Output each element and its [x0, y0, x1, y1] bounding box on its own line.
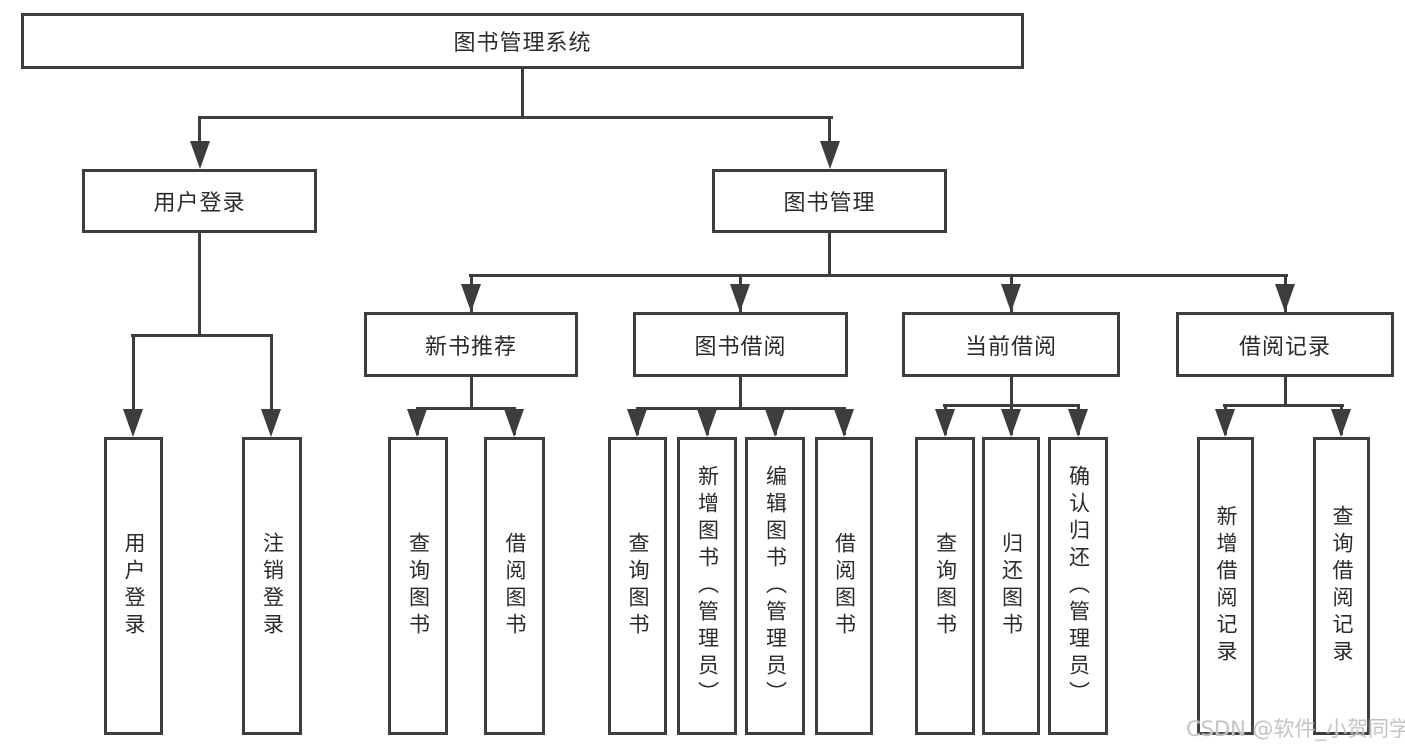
node-book-borrow: 图书借阅: [633, 312, 848, 377]
leaf-return-book: 归还图书: [982, 437, 1040, 735]
leaf-add-book-admin: 新增图书（管理员）: [677, 437, 737, 735]
arrowhead-down-icon: [935, 409, 955, 437]
connector-line: [132, 336, 135, 410]
connector-line: [1284, 377, 1287, 406]
connector-line: [636, 407, 846, 410]
leaf-label: 查询图书: [406, 532, 431, 640]
leaf-edit-book-admin: 编辑图书（管理员）: [745, 437, 805, 735]
leaf-label: 查询借阅记录: [1330, 505, 1354, 667]
connector-line: [739, 377, 742, 408]
connector-line: [198, 233, 201, 335]
connector-line: [270, 336, 273, 410]
leaf-label: 编辑图书（管理员）: [763, 464, 788, 708]
arrowhead-down-icon: [1331, 409, 1351, 437]
arrowhead-down-icon: [730, 284, 750, 312]
arrowhead-down-icon: [123, 409, 143, 437]
leaf-label: 归还图书: [999, 532, 1024, 640]
leaf-label: 注销登录: [260, 532, 285, 640]
node-borrow-record: 借阅记录: [1176, 312, 1394, 377]
arrowhead-down-icon: [407, 409, 427, 437]
node-current-borrow: 当前借阅: [902, 312, 1120, 377]
leaf-borrow-book: 借阅图书: [815, 437, 873, 735]
connector-line: [198, 116, 833, 119]
arrowhead-down-icon: [504, 409, 524, 437]
connector-line: [198, 117, 201, 143]
connector-line: [1010, 377, 1013, 406]
arrowhead-down-icon: [1001, 284, 1021, 312]
arrowhead-down-icon: [190, 141, 210, 169]
leaf-query-borrow-record: 查询借阅记录: [1313, 437, 1370, 735]
arrowhead-down-icon: [1068, 409, 1088, 437]
leaf-user-login: 用户登录: [104, 437, 163, 735]
leaf-label: 借阅图书: [832, 532, 857, 640]
leaf-add-borrow-record: 新增借阅记录: [1197, 437, 1254, 735]
node-label: 当前借阅: [964, 334, 1057, 360]
connector-line: [828, 117, 831, 143]
arrowhead-down-icon: [627, 409, 647, 437]
node-library-management-system: 图书管理系统: [21, 13, 1024, 69]
node-book-management: 图书管理: [712, 169, 947, 233]
arrowhead-down-icon: [834, 409, 854, 437]
connector-line: [943, 404, 1080, 407]
arrowhead-down-icon: [820, 141, 840, 169]
node-label: 图书管理系统: [453, 31, 592, 56]
leaf-confirm-return-admin: 确认归还（管理员）: [1048, 437, 1108, 735]
leaf-query-book: 查询图书: [608, 437, 667, 735]
arrowhead-down-icon: [765, 409, 785, 437]
connector-line: [131, 334, 273, 337]
arrowhead-down-icon: [1215, 409, 1235, 437]
arrowhead-down-icon: [1275, 284, 1295, 312]
node-label: 用户登录: [153, 191, 246, 216]
arrowhead-down-icon: [1001, 409, 1021, 437]
arrowhead-down-icon: [261, 409, 281, 437]
leaf-label: 确认归还（管理员）: [1066, 464, 1091, 708]
watermark-text: CSDN @软件_小贺同学: [1186, 717, 1405, 741]
connector-line: [469, 274, 1288, 277]
connector-line: [521, 69, 524, 117]
leaf-label: 用户登录: [122, 532, 146, 640]
connector-line: [470, 377, 473, 408]
node-label: 图书管理: [783, 191, 876, 216]
node-label: 借阅记录: [1238, 334, 1331, 360]
node-new-book-recommend: 新书推荐: [364, 312, 578, 377]
leaf-query-book: 查询图书: [388, 437, 448, 735]
node-label: 图书借阅: [694, 334, 787, 360]
leaf-borrow-book: 借阅图书: [484, 437, 545, 735]
leaf-label: 查询图书: [626, 532, 650, 640]
connector-line: [1223, 404, 1344, 407]
connector-line: [828, 233, 831, 275]
leaf-query-book: 查询图书: [915, 437, 975, 735]
connector-line: [416, 407, 516, 410]
leaf-label: 借阅图书: [503, 532, 527, 640]
node-user-login: 用户登录: [82, 169, 317, 233]
leaf-label: 新增图书（管理员）: [695, 464, 720, 708]
leaf-logout-login: 注销登录: [242, 437, 302, 735]
leaf-label: 查询图书: [933, 532, 958, 640]
leaf-label: 新增借阅记录: [1214, 505, 1238, 667]
node-label: 新书推荐: [424, 334, 517, 360]
arrowhead-down-icon: [697, 409, 717, 437]
arrowhead-down-icon: [461, 284, 481, 312]
